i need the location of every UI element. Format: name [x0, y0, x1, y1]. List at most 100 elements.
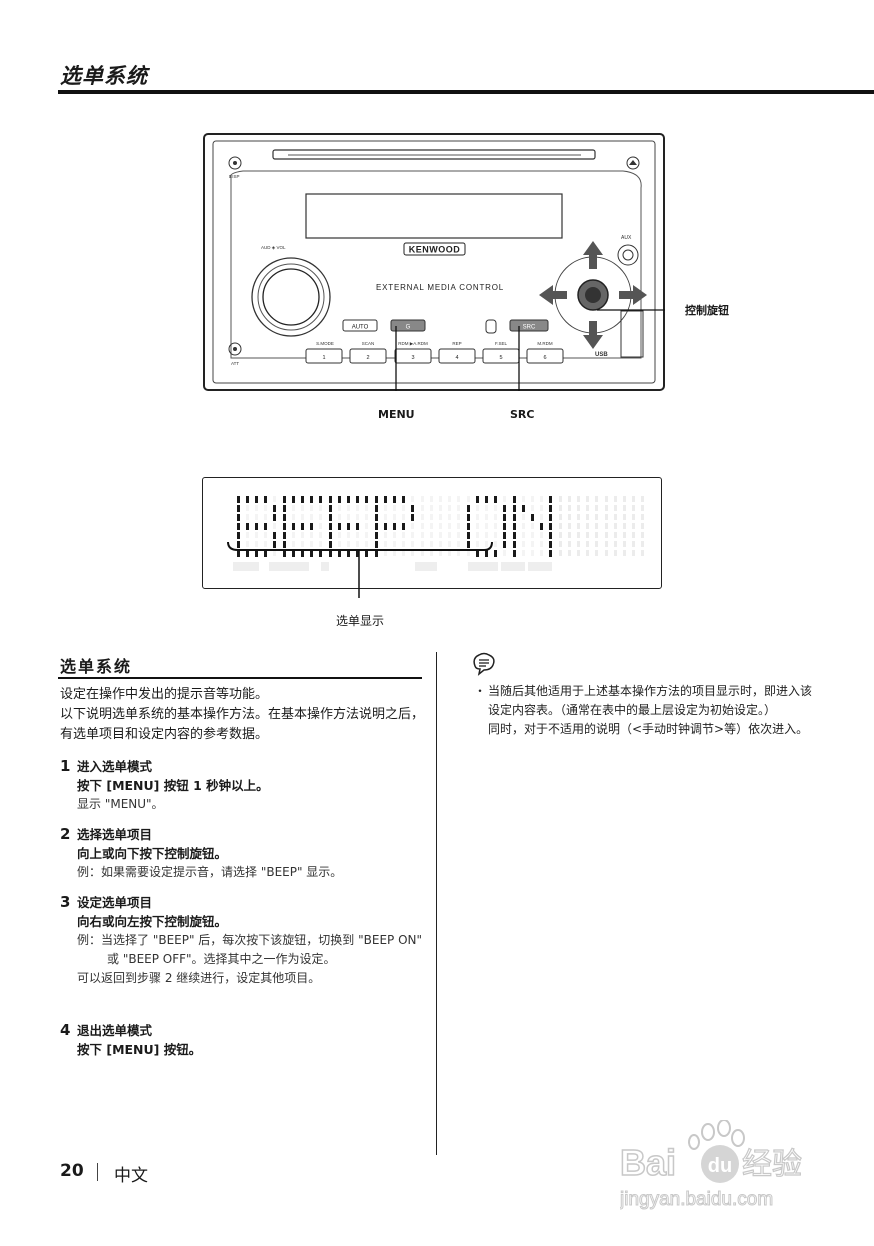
lcd-dot-on	[503, 523, 506, 530]
lcd-dot-off	[411, 523, 414, 529]
control-knob-callout: 控制旋钮	[685, 304, 729, 317]
lcd-dot-off	[568, 532, 571, 538]
lcd-dot-off	[522, 496, 525, 502]
lcd-dot-off	[356, 505, 359, 511]
lcd-dot-on	[273, 505, 276, 512]
lcd-dot-off	[595, 523, 598, 529]
lcd-dot-on	[329, 523, 332, 530]
lcd-dot-off	[255, 505, 258, 511]
lcd-dot-off	[292, 514, 295, 520]
lcd-dot-on	[531, 514, 534, 521]
lcd-dot-off	[393, 514, 396, 520]
lcd-dot-off	[476, 523, 479, 529]
lcd-dot-off	[264, 541, 267, 547]
lcd-dot-off	[623, 541, 626, 547]
lcd-indicator-segment	[501, 562, 525, 571]
lcd-dot-off	[347, 514, 350, 520]
intro-text: 设定在操作中发出的提示音等功能。 以下说明选单系统的基本操作方法。在基本操作方法…	[60, 685, 428, 745]
step-action: 向上或向下按下控制旋钮。	[77, 846, 228, 861]
lcd-dot-off	[494, 532, 497, 538]
lcd-dot-on	[283, 505, 286, 512]
lcd-dot-on	[255, 523, 258, 530]
lcd-dot-on	[375, 550, 378, 557]
svg-text:AUTO: AUTO	[352, 325, 369, 331]
lcd-dot-off	[614, 532, 617, 538]
lcd-dot-off	[393, 550, 396, 556]
lcd-dot-off	[531, 523, 534, 529]
svg-text:SCAN: SCAN	[362, 341, 375, 346]
lcd-dot-on	[329, 541, 332, 548]
lcd-dot-off	[540, 532, 543, 538]
lcd-dot-on	[513, 514, 516, 521]
lcd-dot-off	[568, 496, 571, 502]
lcd-dot-off	[448, 496, 451, 502]
lcd-dot-off	[421, 523, 424, 529]
brand-logo: KENWOOD	[409, 245, 461, 255]
lcd-dot-on	[356, 550, 359, 557]
lcd-dot-off	[310, 514, 313, 520]
lcd-dot-off	[384, 550, 387, 556]
lcd-dot-off	[467, 496, 470, 502]
lcd-dot-on	[319, 496, 322, 503]
lcd-dot-off	[595, 496, 598, 502]
lcd-dot-on	[329, 496, 332, 503]
lcd-dot-off	[384, 541, 387, 547]
svg-text:2: 2	[366, 355, 369, 361]
step-number: 1	[60, 757, 71, 775]
lcd-dot-on	[273, 532, 276, 539]
lcd-dot-on	[375, 532, 378, 539]
lcd-dot-off	[430, 532, 433, 538]
lcd-dot-on	[338, 550, 341, 557]
step-note: 例：如果需要设定提示音，请选择 "BEEP" 显示。	[77, 865, 343, 879]
lcd-dot-off	[586, 532, 589, 538]
step-number: 2	[60, 825, 71, 843]
lcd-dot-off	[641, 523, 644, 529]
lcd-dot-off	[485, 541, 488, 547]
lcd-dot-off	[430, 523, 433, 529]
lcd-dot-on	[549, 505, 552, 512]
lcd-dot-on	[292, 523, 295, 530]
lcd-dot-off	[448, 541, 451, 547]
lcd-dot-off	[586, 550, 589, 556]
lcd-dot-off	[301, 514, 304, 520]
lcd-dot-off	[411, 496, 414, 502]
lcd-dot-off	[605, 505, 608, 511]
lcd-dot-on	[255, 550, 258, 557]
lcd-dot-on	[255, 496, 258, 503]
svg-text:AUD ◈ VOL: AUD ◈ VOL	[261, 245, 286, 250]
lcd-dot-on	[549, 541, 552, 548]
lcd-dot-off	[411, 541, 414, 547]
lcd-dot-off	[365, 532, 368, 538]
lcd-dot-off	[384, 514, 387, 520]
lcd-dot-off	[476, 532, 479, 538]
lcd-dot-off	[586, 541, 589, 547]
lcd-dot-off	[347, 532, 350, 538]
step-title: 选择选单项目	[77, 827, 153, 842]
lcd-dot-off	[559, 541, 562, 547]
svg-text:S.MODE: S.MODE	[316, 341, 334, 346]
lcd-dot-off	[319, 514, 322, 520]
lcd-dot-off	[614, 505, 617, 511]
lcd-dot-off	[384, 505, 387, 511]
section-rule	[58, 677, 422, 679]
lcd-dot-off	[255, 532, 258, 538]
lcd-dot-on	[329, 532, 332, 539]
step-action: 按下 [MENU] 按钮 1 秒钟以上。	[77, 778, 269, 793]
lcd-dot-off	[614, 514, 617, 520]
lcd-dot-on	[310, 523, 313, 530]
lcd-dot-off	[522, 514, 525, 520]
lcd-dot-off	[430, 496, 433, 502]
lcd-dot-off	[540, 505, 543, 511]
footer-separator	[97, 1163, 98, 1181]
lcd-dot-on	[485, 550, 488, 557]
lcd-dot-on	[540, 523, 543, 530]
lcd-indicator-segment	[468, 562, 498, 571]
lcd-dot-off	[577, 514, 580, 520]
lcd-dot-off	[623, 505, 626, 511]
lcd-dot-off	[540, 496, 543, 502]
lcd-dot-on	[237, 505, 240, 512]
lcd-dot-off	[457, 541, 460, 547]
svg-text:4: 4	[455, 355, 458, 361]
lcd-dot-on	[549, 523, 552, 530]
